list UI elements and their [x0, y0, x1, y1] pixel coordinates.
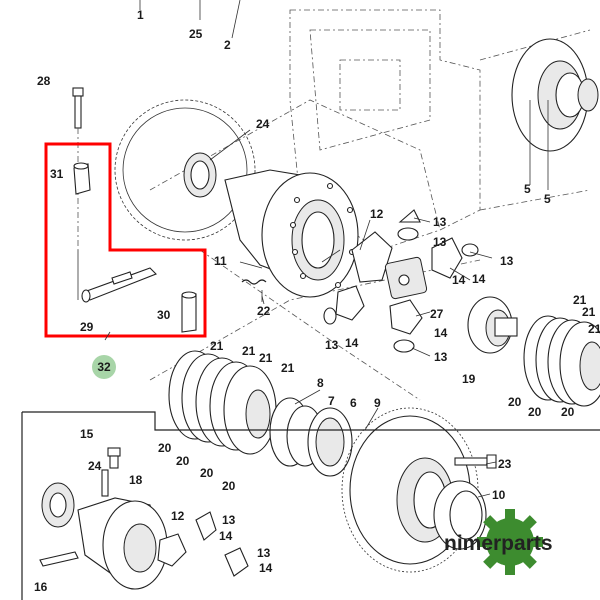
- part-label: 13: [257, 546, 271, 560]
- highlight-frame: [44, 142, 207, 338]
- part-label: 15: [80, 427, 94, 441]
- clutch-pack-right: [523, 315, 600, 407]
- part-label: 10: [492, 488, 506, 502]
- part-label: 14: [452, 273, 466, 287]
- part-label: 29: [80, 320, 94, 334]
- part-label: 5: [544, 192, 551, 206]
- part-label: 20: [508, 395, 522, 409]
- part-label: 12: [171, 509, 185, 523]
- transmission-housing: [139, 0, 591, 401]
- part-label: 13: [500, 254, 514, 268]
- part-label: 20: [158, 441, 172, 455]
- shaft-29: [83, 267, 157, 301]
- part-label: 21: [281, 361, 295, 375]
- rings-8-7-6: [269, 397, 353, 477]
- kit-callout-number: 32: [97, 360, 111, 374]
- part-label: 23: [498, 457, 512, 471]
- part-label: 20: [528, 405, 542, 419]
- part-label: 20: [200, 466, 214, 480]
- part-label: 12: [370, 207, 384, 221]
- part-label: 21: [259, 351, 273, 365]
- part-label: 21: [588, 322, 600, 336]
- part-label: 1: [137, 8, 144, 22]
- part-label: 21: [582, 305, 596, 319]
- part-label: 8: [317, 376, 324, 390]
- part-labels: 1 25 2 28 24 31 11 12 13 13 14 13 14 27 …: [34, 8, 600, 594]
- differential-case: [224, 169, 359, 298]
- part-label: 21: [210, 339, 224, 353]
- bevel-gear-cluster: [323, 209, 479, 353]
- gear-icon: [477, 509, 543, 575]
- part-label: 6: [350, 396, 357, 410]
- part-label: 14: [434, 326, 448, 340]
- part-label: 28: [37, 74, 51, 88]
- part-label: 5: [524, 182, 531, 196]
- part-label: 20: [176, 454, 190, 468]
- ring-gear-upper: [114, 99, 256, 241]
- part-label: 20: [222, 479, 236, 493]
- part-label: 14: [219, 529, 233, 543]
- part-label: 21: [573, 293, 587, 307]
- part-label: 18: [129, 473, 143, 487]
- part-label: 19: [462, 372, 476, 386]
- part-label: 2: [224, 38, 231, 52]
- part-label: 13: [433, 235, 447, 249]
- brand-name: nimerparts: [444, 532, 553, 555]
- kit-callout-32: 32: [92, 355, 116, 379]
- part-label: 22: [257, 304, 271, 318]
- side-gear-19: [467, 296, 518, 354]
- part-label: 21: [242, 344, 256, 358]
- part-label: 13: [325, 338, 339, 352]
- part-label: 14: [472, 272, 486, 286]
- highlighted-kit: [44, 142, 207, 338]
- inset-detail: [21, 411, 600, 600]
- brand-logo: nimerparts: [444, 509, 553, 575]
- part-label: 25: [189, 27, 203, 41]
- part-label: 24: [88, 459, 102, 473]
- part-label: 9: [374, 396, 381, 410]
- part-label: 16: [34, 580, 48, 594]
- part-label: 30: [157, 308, 171, 322]
- pin-30: [181, 293, 197, 333]
- part-label: 13: [434, 350, 448, 364]
- leader-lines: [104, 129, 497, 498]
- clutch-pack-left: [168, 350, 277, 455]
- part-label: 27: [430, 307, 444, 321]
- part-label: 14: [259, 561, 273, 575]
- part-label: 31: [50, 167, 64, 181]
- part-label: 13: [222, 513, 236, 527]
- bearing-10: [433, 480, 487, 550]
- part-label: 11: [214, 254, 227, 268]
- part-label: 20: [561, 405, 575, 419]
- bearing-assembly-right: [511, 38, 599, 190]
- part-label: 13: [433, 215, 447, 229]
- part-label: 7: [328, 394, 335, 408]
- part-label: 24: [256, 117, 270, 131]
- part-label: 14: [345, 336, 359, 350]
